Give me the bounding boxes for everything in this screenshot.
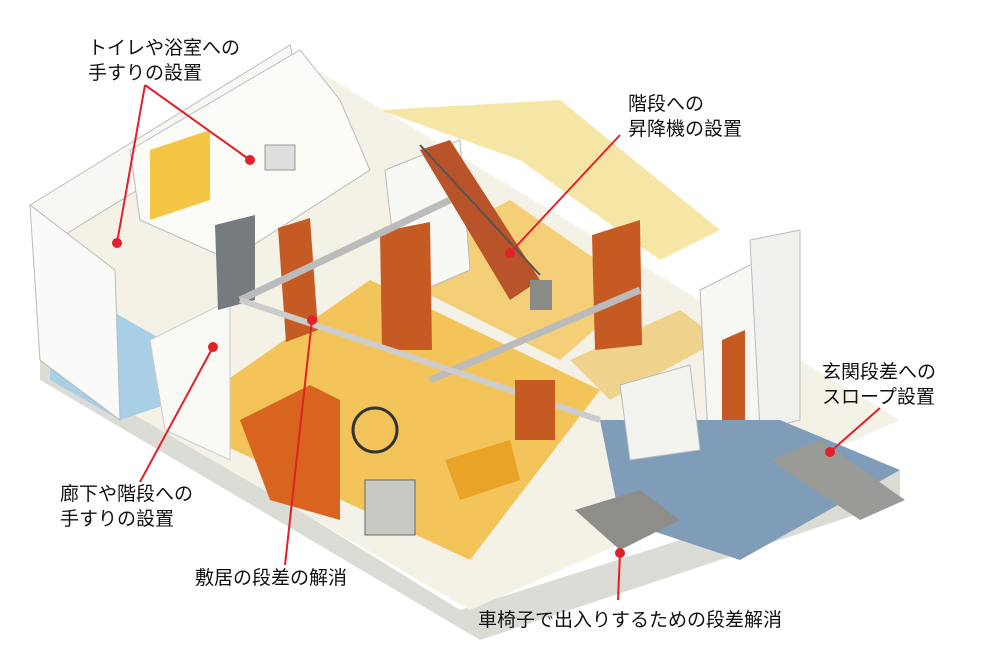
label-line: トイレや浴室への — [88, 37, 241, 59]
label-line: 手すりの設置 — [60, 508, 175, 530]
sofa — [240, 385, 340, 520]
toilet — [264, 144, 296, 171]
leader-lines — [112, 84, 881, 601]
marker-dot — [208, 342, 218, 352]
label-line: 階段への — [628, 93, 705, 115]
door — [380, 222, 432, 350]
label-wheelchair-access: 車椅子で出入りするための段差解消 — [478, 609, 783, 631]
marker-dot — [307, 315, 317, 325]
shoe-cabinet — [619, 364, 701, 461]
stair-lift — [530, 280, 552, 310]
door — [278, 218, 318, 342]
step-platform — [575, 490, 680, 550]
staircase — [420, 140, 540, 300]
bed — [364, 479, 416, 536]
window — [150, 130, 210, 220]
label-line: 玄関段差への — [822, 361, 937, 383]
base-slab — [40, 350, 900, 640]
ramp — [770, 440, 905, 520]
cabinet — [515, 380, 555, 440]
chair — [445, 440, 520, 500]
ceiling-lift-rail — [238, 196, 452, 304]
partition-wall — [149, 299, 231, 461]
room-floor — [570, 310, 720, 400]
label-stair-lift: 階段への 昇降機の設置 — [628, 92, 742, 142]
door — [592, 220, 642, 350]
marker-dot — [112, 238, 122, 248]
label-toilet-bath-handrail: トイレや浴室への 手すりの設置 — [88, 36, 240, 86]
outer-wall — [749, 229, 801, 431]
label-hallway-handrail: 廊下や階段への 手すりの設置 — [60, 482, 193, 532]
label-line: 手すりの設置 — [88, 62, 203, 84]
label-threshold: 敷居の段差の解消 — [195, 567, 348, 589]
marker-dot — [245, 155, 255, 165]
dining-area — [380, 100, 720, 260]
label-line: スロープ設置 — [822, 386, 935, 408]
stair-handrail — [419, 144, 541, 276]
ceiling-lift-rail — [428, 286, 642, 384]
wheelchair — [351, 406, 399, 454]
bath-wall — [29, 203, 121, 422]
label-entrance-ramp: 玄関段差への スロープ設置 — [822, 360, 936, 410]
label-line: 昇降機の設置 — [628, 118, 743, 140]
toilet-door — [215, 215, 255, 310]
label-line: 廊下や階段への — [60, 483, 194, 505]
marker-dot — [505, 248, 515, 258]
marker-dot — [615, 548, 625, 558]
marker-dot — [825, 447, 835, 457]
